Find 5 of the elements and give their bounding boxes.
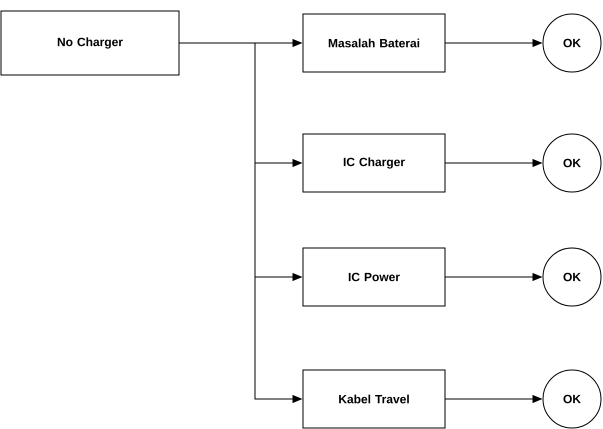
- process-box: Kabel Travel: [302, 370, 446, 428]
- process-box: No Charger: [0, 10, 180, 76]
- process-box: IC Power: [302, 248, 446, 306]
- process-box: Masalah Baterai: [302, 14, 446, 72]
- process-box: IC Charger: [302, 134, 446, 192]
